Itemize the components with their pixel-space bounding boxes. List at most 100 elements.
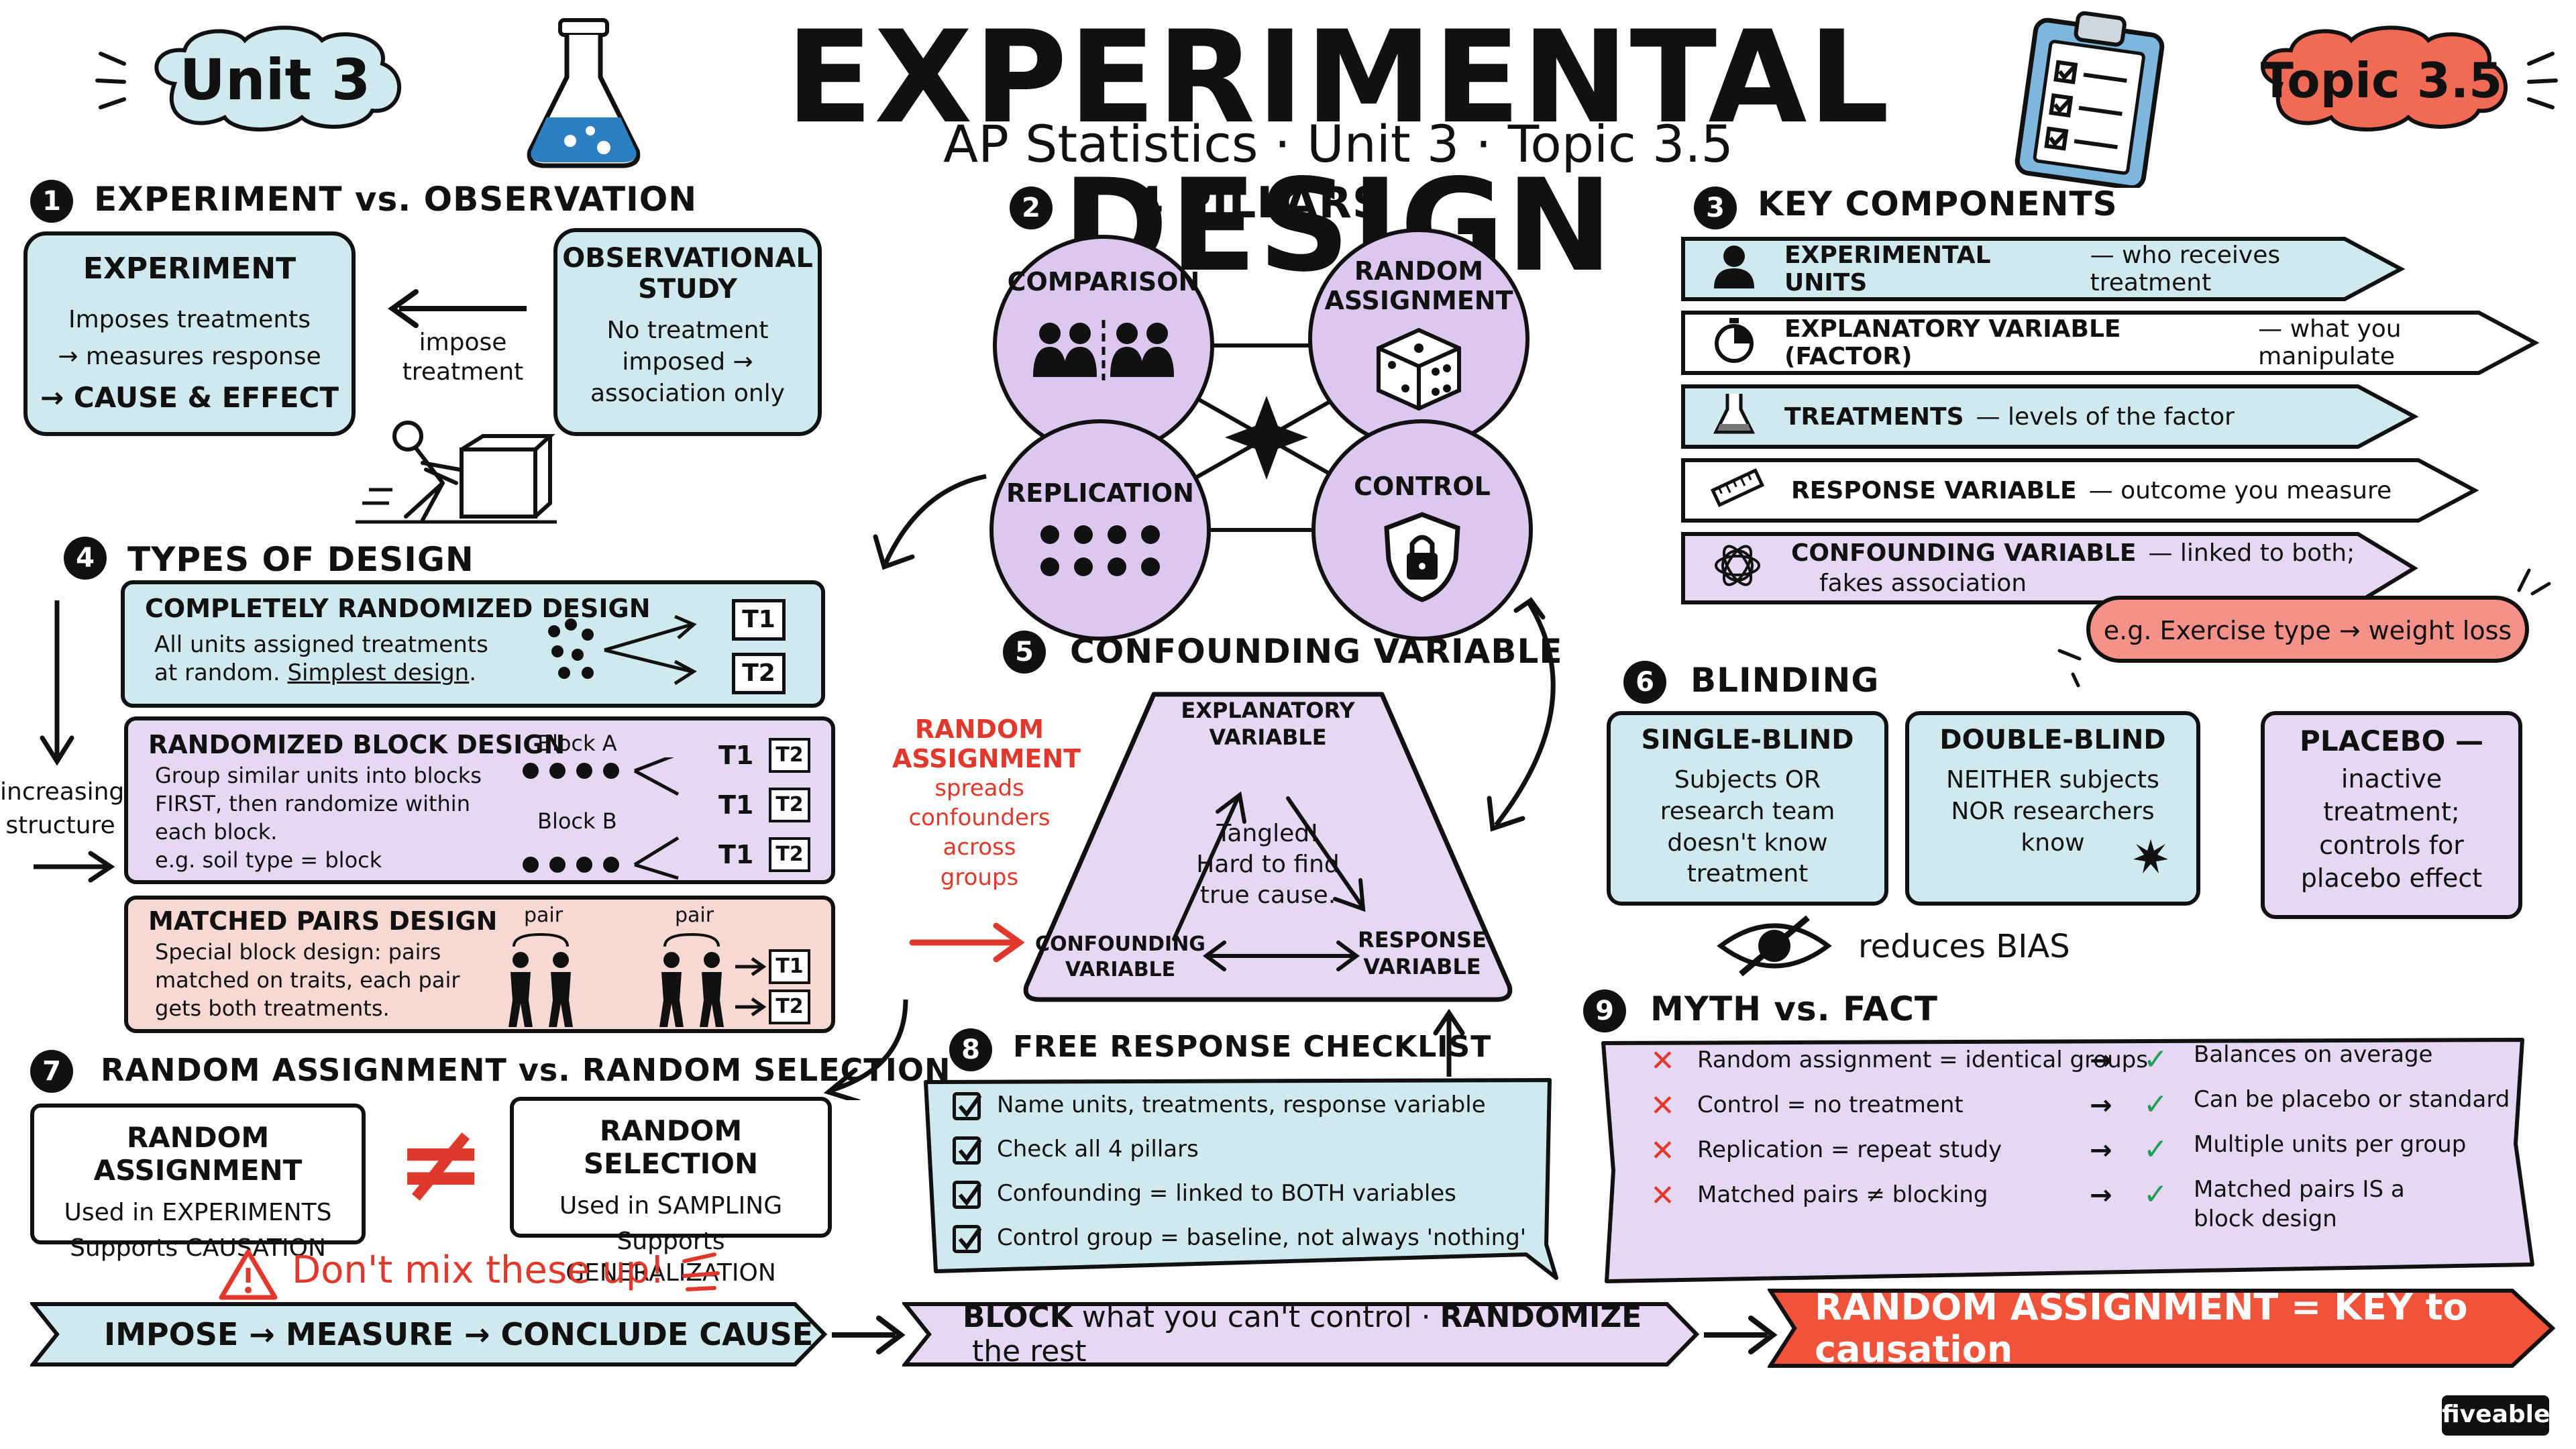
pillars-to-types-arrow — [865, 463, 1000, 587]
types-to-ra-arrow — [818, 993, 919, 1104]
tri-explanatory-2: VARIABLE — [1209, 724, 1327, 750]
people-icon — [997, 317, 1210, 387]
badge-dash-left — [94, 40, 134, 124]
tangle-icon — [1711, 542, 1764, 595]
double-blind-card: DOUBLE-BLIND NEITHER subjects NOR resear… — [1905, 711, 2200, 906]
fact-text: Multiple units per group — [2194, 1131, 2467, 1158]
section-1-number: 1 — [30, 180, 73, 223]
badge-dash-right — [2522, 40, 2563, 124]
myth-text: Control = no treatment — [1697, 1091, 1964, 1118]
star-icon — [2131, 836, 2171, 879]
section-3-number: 3 — [1694, 186, 1737, 229]
footer-bar-impose: IMPOSE → MEASURE → CONCLUDE CAUSE — [30, 1301, 828, 1367]
stick-figure-pushing-box — [342, 416, 564, 533]
reduces-bias: reduces BIAS — [1858, 928, 2070, 965]
ruler-icon — [1710, 468, 1765, 514]
tri-center-3: true cause. — [1199, 881, 1336, 909]
section-3-title: KEY COMPONENTS — [1758, 184, 2118, 223]
shield-lock-icon — [1316, 509, 1529, 606]
fact-text-2: block design — [2194, 1205, 2337, 1232]
tri-response-1: RESPONSE — [1358, 927, 1487, 953]
section-1-title: EXPERIMENT vs. OBSERVATION — [94, 180, 698, 219]
section-6-title: BLINDING — [1690, 661, 1880, 700]
section-4-number: 4 — [64, 537, 107, 580]
row-arrow: → — [2090, 1090, 2112, 1121]
page-subtitle: AP Statistics · Unit 3 · Topic 3.5 — [943, 114, 1733, 174]
dice-icon — [1312, 325, 1525, 415]
footer-arrow-2 — [1701, 1311, 1781, 1362]
section-5-title: CONFOUNDING VARIABLE — [1070, 632, 1563, 671]
section-5-number: 5 — [1003, 631, 1046, 674]
placebo-card: PLACEBO — inactive treatment; controls f… — [2261, 711, 2522, 919]
structure-label-2: structure — [5, 812, 115, 839]
rbd-diagram — [517, 752, 692, 888]
impose-label-2: treatment — [402, 358, 524, 386]
check-mark-icon: ✓ — [2143, 1132, 2168, 1167]
dots-icon — [994, 521, 1207, 585]
crd-t2-box: T2 — [732, 653, 786, 694]
x-mark-icon: ✕ — [1650, 1134, 1675, 1168]
unit-badge: Unit 3 — [134, 20, 416, 134]
mpd-card: MATCHED PAIRS DESIGN Special block desig… — [124, 896, 835, 1033]
tri-center-2: Hard to find — [1196, 851, 1340, 878]
confounding-triangle — [1013, 684, 1523, 1010]
check-mark-icon: ✓ — [2143, 1042, 2168, 1077]
component-treatments: TREATMENTS— levels of the factor — [1680, 384, 2418, 449]
pillar-random-assignment: RANDOM ASSIGNMENT — [1308, 228, 1529, 449]
x-mark-icon: ✕ — [1650, 1044, 1675, 1078]
pillar-control: CONTROL — [1311, 419, 1533, 641]
red-arrow — [909, 919, 1030, 969]
fact-text: Matched pairs IS a — [2194, 1176, 2405, 1203]
beaker-icon — [1711, 390, 1758, 443]
topic-badge: Topic 3.5 — [2241, 20, 2522, 134]
checkbox-icon — [953, 1091, 982, 1120]
checklist-item: Confounding = linked to BOTH variables — [953, 1179, 1456, 1209]
pill-dash-right — [2509, 564, 2556, 614]
tri-center-1: Tangled! — [1216, 820, 1320, 847]
footer-bar-key: RANDOM ASSIGNMENT = KEY to causation — [1768, 1286, 2556, 1371]
section-2-number: 2 — [1010, 186, 1053, 229]
myth-text: Matched pairs ≠ blocking — [1697, 1181, 1988, 1208]
experiment-card: EXPERIMENT Imposes treatments → measures… — [23, 231, 356, 436]
section-9-number: 9 — [1583, 989, 1626, 1032]
eye-slash-icon — [1714, 912, 1835, 983]
random-assignment-card: RANDOM ASSIGNMENT Used in EXPERIMENTS Su… — [30, 1104, 366, 1262]
checklist-up-arrow — [1429, 1006, 1469, 1083]
stopwatch-icon — [1711, 317, 1758, 370]
pill-dash-left — [2053, 644, 2100, 694]
crd-diagram — [541, 598, 702, 702]
tri-confounding-1: CONFOUNDING — [1035, 932, 1205, 956]
crd-t1-box: T1 — [732, 599, 786, 641]
myth-text: Replication = repeat study — [1697, 1136, 2002, 1163]
example-pill: e.g. Exercise type → weight loss — [2086, 596, 2529, 663]
impose-arrow — [376, 282, 537, 332]
section-7-title: RANDOM ASSIGNMENT vs. RANDOM SELECTION — [101, 1052, 951, 1088]
warning-text: Don't mix these up! — [292, 1248, 665, 1292]
structure-label-1: increasing — [0, 778, 125, 806]
x-mark-icon: ✕ — [1650, 1089, 1675, 1123]
pillar-comparison: COMPARISON — [993, 235, 1214, 456]
myth-fact-card — [1597, 1036, 2536, 1285]
person-icon — [1711, 243, 1758, 296]
fact-text: Balances on average — [2194, 1041, 2433, 1068]
section-8-title: FREE RESPONSE CHECKLIST — [1013, 1030, 1492, 1064]
component-experimental-units: EXPERIMENTAL UNITS— who receives treatme… — [1680, 236, 2405, 302]
not-equal-sign: ≠ — [396, 1100, 486, 1226]
section-7-number: 7 — [30, 1050, 73, 1093]
tri-explanatory-1: EXPLANATORY — [1181, 698, 1355, 723]
flask-icon — [517, 17, 651, 174]
warning-dash — [678, 1248, 724, 1298]
checklist-item: Name units, treatments, response variabl… — [953, 1090, 1486, 1120]
pillar-replication: REPLICATION — [989, 419, 1211, 641]
checkbox-icon — [953, 1136, 982, 1165]
checkbox-icon — [953, 1224, 982, 1253]
footer-arrow-1 — [828, 1311, 909, 1362]
row-arrow: → — [2090, 1045, 2112, 1076]
tri-response-2: VARIABLE — [1363, 954, 1481, 979]
random-assignment-note: RANDOM ASSIGNMENT spreads confounders ac… — [892, 714, 1081, 891]
single-blind-card: SINGLE-BLIND Subjects OR research team d… — [1607, 711, 1888, 906]
crd-card: COMPLETELY RANDOMIZED DESIGN All units a… — [121, 580, 825, 708]
control-to-blinding-arrow — [1476, 597, 1583, 842]
row-arrow: → — [2090, 1135, 2112, 1166]
section-2-title: 4 PILLARS — [1134, 178, 1384, 228]
